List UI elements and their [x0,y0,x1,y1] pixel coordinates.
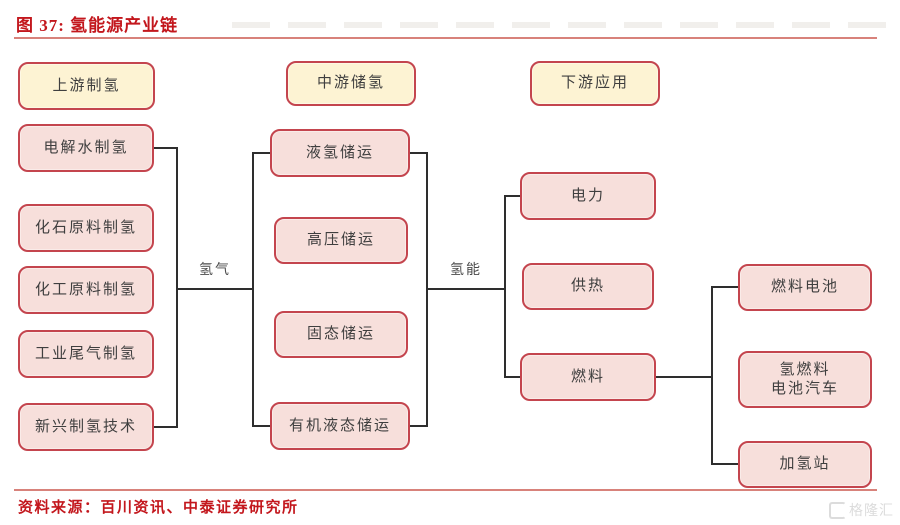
stage-midstream-storage: 中游储氢 [286,61,416,106]
node-emerging-hydrogen-tech: 新兴制氢技术 [18,403,154,451]
footer-divider-line [14,489,877,491]
title-divider-line [14,37,877,39]
stage-upstream-production: 上游制氢 [18,62,155,110]
node-electrolysis-hydrogen: 电解水制氢 [18,124,154,172]
node-fuel-cell: 燃料电池 [738,264,872,311]
node-liquid-hydrogen-storage: 液氢储运 [270,129,410,177]
source-attribution: 资料来源：百川资讯、中泰证券研究所 [18,500,299,516]
node-fossil-feedstock-hydrogen: 化石原料制氢 [18,204,154,252]
gelonghui-logo-icon [829,501,846,519]
edge-label-hydrogen-energy: 氢能 [450,263,482,278]
stage-downstream-application: 下游应用 [530,61,660,106]
node-fuel-cell-vehicle: 氢燃料 电池汽车 [738,351,872,408]
gelonghui-watermark: 格隆汇 [829,500,894,520]
figure-title: 图 37: 氢能源产业链 [16,16,179,35]
node-chemical-feedstock-hydrogen: 化工原料制氢 [18,266,154,314]
node-fuel: 燃料 [520,353,656,401]
node-high-pressure-storage: 高压储运 [274,217,408,264]
node-organic-liquid-storage: 有机液态储运 [270,402,410,450]
node-solid-state-storage: 固态储运 [274,311,408,358]
node-hydrogen-refuel-station: 加氢站 [738,441,872,488]
node-heat-supply: 供热 [522,263,654,310]
faded-watermark-dashes [232,22,888,28]
node-electric-power: 电力 [520,172,656,220]
edge-label-hydrogen-gas: 氢气 [199,263,231,278]
node-industrial-offgas-hydrogen: 工业尾气制氢 [18,330,154,378]
gelonghui-watermark-text: 格隆汇 [849,502,894,518]
